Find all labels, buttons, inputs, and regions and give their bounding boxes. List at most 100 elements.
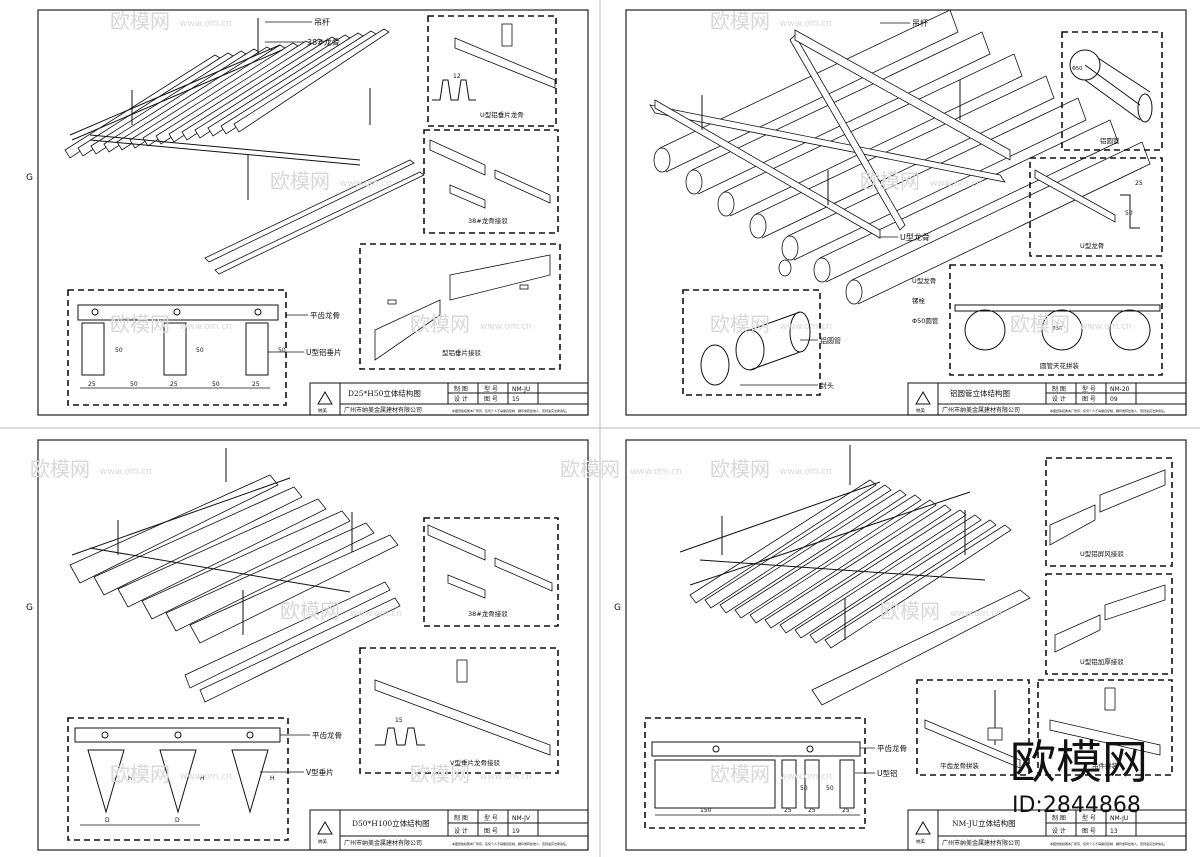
dim-12: 12	[453, 73, 461, 80]
section-geometry	[77, 304, 279, 389]
callout-phi50-tube: Φ50圆管	[912, 316, 939, 325]
copyright-note: 本图纸版权属本厂所有，任何个人不得擅自复制、翻印或转给他人，否则追究法律责任。	[1050, 408, 1167, 413]
watermark-brand: 欧模网	[1010, 312, 1070, 336]
dim-d1: D	[105, 817, 110, 824]
sheet-title: D50*H100立体结构图	[352, 818, 430, 828]
sheet-title: 铝圆管立体结构图	[950, 388, 1010, 398]
callout-v-blade: V型垂片	[306, 767, 334, 777]
watermark-site: www.om.cn	[780, 322, 832, 332]
callout-hanger: 吊杆	[314, 17, 330, 27]
hanger-detail	[1049, 687, 1161, 756]
callout-38-keel: 38#龙骨	[307, 37, 340, 47]
detail-box-u-thick	[1045, 573, 1173, 675]
dim-25a: 25	[88, 381, 96, 388]
label-u-screen: U型铝屏风接驳	[1080, 549, 1124, 558]
dim-25b: 25	[170, 381, 178, 388]
watermark-site: www.om.cn	[780, 19, 832, 29]
title-block: 纳美 NM-JU立体结构图 制 图 型 号 NM-JU 设 计 图 号 13 广…	[907, 809, 1187, 851]
callout-u-al: U型铝	[877, 768, 898, 778]
watermark-brand: 欧模网	[270, 169, 330, 193]
dim-50d: 50	[196, 347, 204, 354]
tb-design: 设 计	[1052, 395, 1066, 403]
watermark-site: www.om.cn	[930, 179, 982, 189]
detail-box-blade-joint	[359, 243, 561, 370]
dim-h1: H	[128, 775, 133, 782]
tb-model-value: NM-JV	[512, 815, 531, 822]
tb-design: 设 计	[454, 827, 468, 835]
detail-box-flat-keel	[916, 679, 1030, 776]
logo-text: 纳美	[916, 407, 925, 414]
detail-box-u-keel	[1029, 157, 1163, 257]
company-name: 广州市纳美金属建材有限公司	[942, 406, 1020, 414]
title-block: 纳美 D50*H100立体结构图 制 图 型 号 NM-JV 设 计 图 号 1…	[309, 809, 589, 851]
watermark-brand: 欧模网	[30, 457, 90, 481]
watermark-site: www.om.cn	[1080, 322, 1132, 332]
u-channel	[734, 494, 922, 619]
dim-25c: 25	[842, 807, 850, 814]
tb-model-value: NM-JU	[512, 386, 530, 393]
blade-joint-detail	[374, 254, 551, 361]
logo-text: 纳美	[916, 838, 925, 845]
v-blade	[117, 498, 327, 608]
tube-detail	[1069, 49, 1153, 123]
dim-150: 150	[700, 807, 712, 814]
dim-h3: H	[270, 775, 275, 782]
tb-number-value: 09	[1110, 396, 1118, 403]
detail-box-u-keel	[427, 15, 557, 127]
u-channel	[779, 509, 967, 634]
tb-model-value: NM-JU	[1110, 815, 1128, 822]
label-38-joint: 38#龙骨接驳	[468, 216, 508, 225]
tb-design: 设 计	[1052, 827, 1066, 835]
label-38-joint: 38#龙骨接驳	[468, 609, 508, 618]
dim-15: 15	[395, 717, 403, 724]
joint-38-detail	[429, 139, 551, 209]
sheet-title: D25*H50立体结构图	[348, 388, 421, 398]
callout-flat-keel: 平齿龙骨	[312, 730, 342, 740]
tb-draw: 制 图	[454, 814, 468, 822]
detail-box-tube	[1061, 31, 1163, 151]
dim-d2: D	[175, 817, 180, 824]
watermark-brand: 欧模网	[860, 169, 920, 193]
tb-model-value: NM-20	[1110, 386, 1130, 393]
v-blade-assembly	[69, 448, 401, 703]
assembly-detail	[954, 304, 1161, 351]
watermark-site: www.om.cn	[780, 772, 832, 782]
watermark-brand: 欧模网	[710, 457, 770, 481]
title-block: 纳美 D25*H50立体结构图 制 图 型 号 NM-JU 设 计 图 号 15…	[309, 382, 589, 416]
sheet-frame	[625, 439, 1187, 851]
label-v-joint: V型垂片龙骨接驳	[450, 758, 500, 767]
u-channel	[794, 514, 982, 639]
dim-50a: 50	[130, 381, 138, 388]
label-assembly: 圆管天花拼装	[1040, 361, 1080, 370]
v-blade	[141, 510, 351, 620]
tb-number: 图 号	[1082, 396, 1096, 403]
title-block: 纳美 铝圆管立体结构图 制 图 型 号 NM-20 设 计 图 号 09 广州市…	[907, 382, 1187, 416]
tube-end	[813, 257, 831, 283]
tb-number: 图 号	[484, 828, 498, 835]
label-flat-keel: 平齿龙骨拼装	[940, 761, 980, 770]
dim-h2: H	[200, 775, 205, 782]
dim-50e: 50	[278, 347, 286, 354]
copyright-note: 本图纸版权属本厂所有，任何个人不得擅自复制、翻印或转给他人，否则追究法律责任。	[452, 408, 569, 413]
v-blade	[165, 522, 375, 632]
tb-number: 图 号	[1082, 828, 1096, 835]
u-keel-detail	[432, 23, 556, 101]
tb-model: 型 号	[484, 814, 498, 822]
tube-end	[749, 213, 767, 239]
label-hanger: 吊件拼装	[1092, 761, 1119, 770]
watermark-brand: 欧模网	[280, 599, 340, 623]
copyright-note: 本图纸版权属本厂所有，任何个人不得擅自复制、翻印或转给他人，否则追究法律责任。	[1050, 841, 1167, 846]
dim-25: 25	[1135, 180, 1143, 187]
watermark-site: www.om.cn	[630, 467, 682, 477]
round-tube	[723, 53, 1023, 217]
detail-box-v-joint	[359, 647, 559, 774]
flat-keel-detail	[924, 690, 1021, 769]
watermark-site: www.om.cn	[340, 179, 392, 189]
round-tube	[659, 9, 959, 173]
logo-text: 纳美	[318, 838, 327, 845]
company-name: 广州市纳美金属建材有限公司	[344, 839, 422, 847]
watermark-brand: 欧模网	[710, 762, 770, 786]
dim-50: 50	[1125, 210, 1133, 217]
detail-box-endcap	[682, 289, 821, 396]
